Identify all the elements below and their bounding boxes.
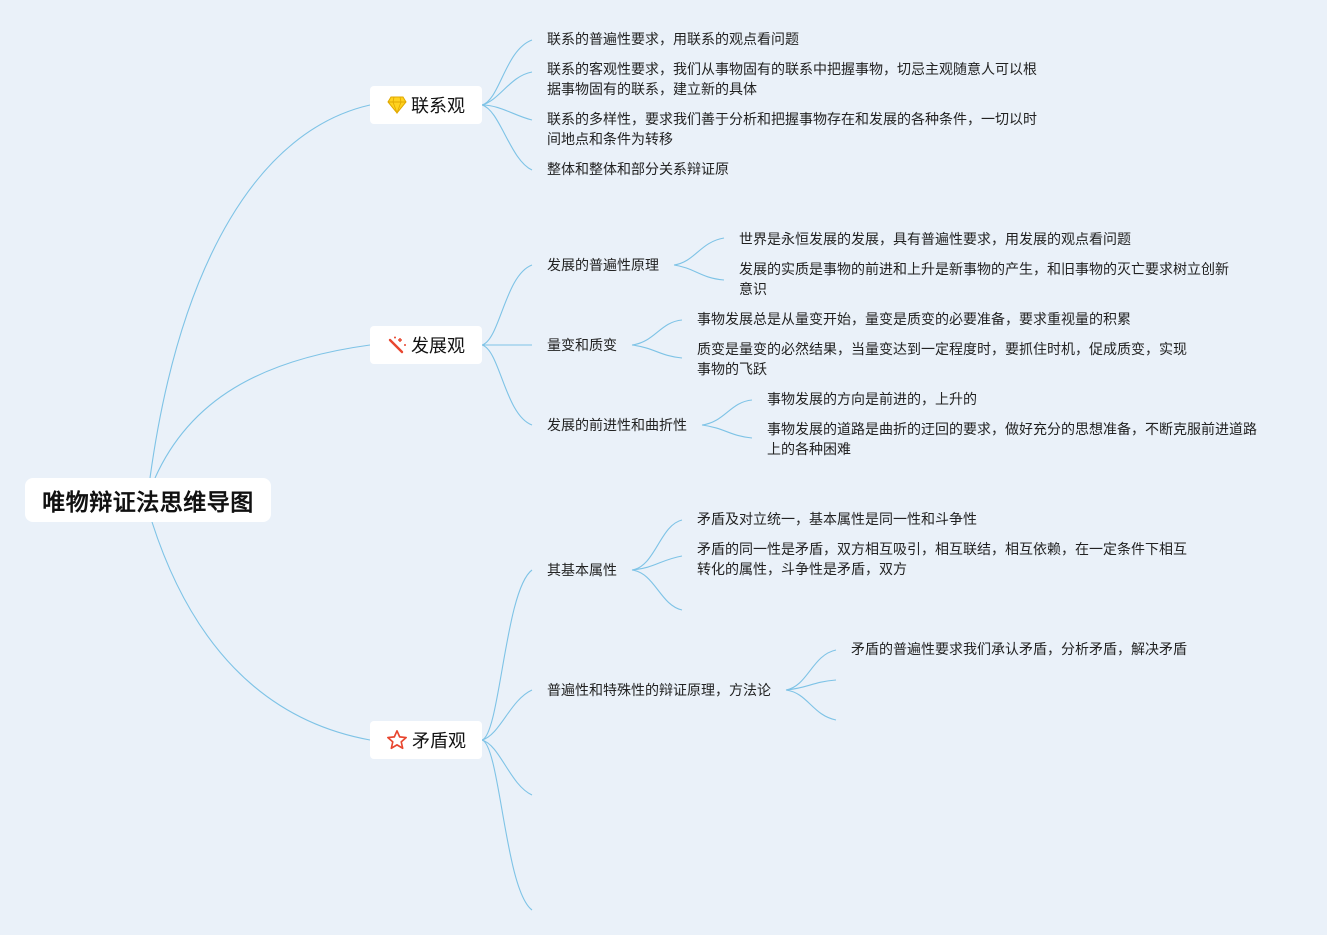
sub-fazhan-3[interactable]: 发展的前进性和曲折性 bbox=[547, 418, 687, 434]
sub-maodun-1[interactable]: 其基本属性 bbox=[547, 563, 617, 579]
leaf-fazhan-1-1[interactable]: 世界是永恒发展的发展，具有普遍性要求，用发展的观点看问题 bbox=[739, 232, 1131, 248]
leaf-lianxi-3[interactable]: 联系的多样性，要求我们善于分析和把握事物存在和发展的各种条件，一切以时间地点和条… bbox=[547, 112, 1037, 148]
link-root-maodun bbox=[151, 521, 371, 741]
diamond-icon bbox=[387, 96, 407, 114]
node-fazhan-label: 发展观 bbox=[411, 336, 465, 357]
node-lianxi[interactable]: 联系观 bbox=[370, 86, 482, 124]
leaf-lianxi-1[interactable]: 联系的普遍性要求，用联系的观点看问题 bbox=[547, 32, 799, 48]
leaf-maodun-2-1[interactable]: 矛盾的普遍性要求我们承认矛盾，分析矛盾，解决矛盾 bbox=[851, 642, 1187, 658]
leaf-fazhan-1-2[interactable]: 发展的实质是事物的前进和上升是新事物的产生，和旧事物的灭亡要求树立创新意识 bbox=[739, 262, 1229, 298]
sub-maodun-2[interactable]: 普遍性和特殊性的辩证原理，方法论 bbox=[547, 683, 771, 699]
link-root-lianxi bbox=[149, 104, 371, 479]
leaf-fazhan-3-2[interactable]: 事物发展的道路是曲折的迂回的要求，做好充分的思想准备，不断克服前进道路上的各种困… bbox=[767, 422, 1257, 458]
leaf-maodun-1-2[interactable]: 矛盾的同一性是矛盾，双方相互吸引，相互联结，相互依赖，在一定条件下相互转化的属性… bbox=[697, 542, 1187, 578]
node-lianxi-label: 联系观 bbox=[411, 96, 465, 117]
sub-fazhan-2[interactable]: 量变和质变 bbox=[547, 338, 617, 354]
leaf-fazhan-3-1[interactable]: 事物发展的方向是前进的，上升的 bbox=[767, 392, 977, 408]
node-maodun[interactable]: 矛盾观 bbox=[370, 721, 482, 759]
leaf-fazhan-2-2[interactable]: 质变是量变的必然结果，当量变达到一定程度时，要抓住时机，促成质变，实现事物的飞跃 bbox=[697, 342, 1187, 378]
star-icon bbox=[387, 730, 407, 750]
sub-fazhan-1[interactable]: 发展的普遍性原理 bbox=[547, 258, 659, 274]
magic-wand-icon bbox=[388, 336, 406, 354]
leaf-lianxi-2[interactable]: 联系的客观性要求，我们从事物固有的联系中把握事物，切忌主观随意人可以根据事物固有… bbox=[547, 62, 1037, 98]
leaf-fazhan-2-1[interactable]: 事物发展总是从量变开始，量变是质变的必要准备，要求重视量的积累 bbox=[697, 312, 1131, 328]
root-title: 唯物辩证法思维导图 bbox=[42, 490, 254, 516]
link-root-fazhan bbox=[154, 344, 371, 479]
leaf-lianxi-4[interactable]: 整体和整体和部分关系辩证原 bbox=[547, 162, 729, 178]
root-node[interactable]: 唯物辩证法思维导图 bbox=[25, 478, 271, 522]
node-fazhan[interactable]: 发展观 bbox=[370, 326, 482, 364]
leaf-maodun-1-1[interactable]: 矛盾及对立统一，基本属性是同一性和斗争性 bbox=[697, 512, 977, 528]
node-maodun-label: 矛盾观 bbox=[412, 731, 466, 752]
